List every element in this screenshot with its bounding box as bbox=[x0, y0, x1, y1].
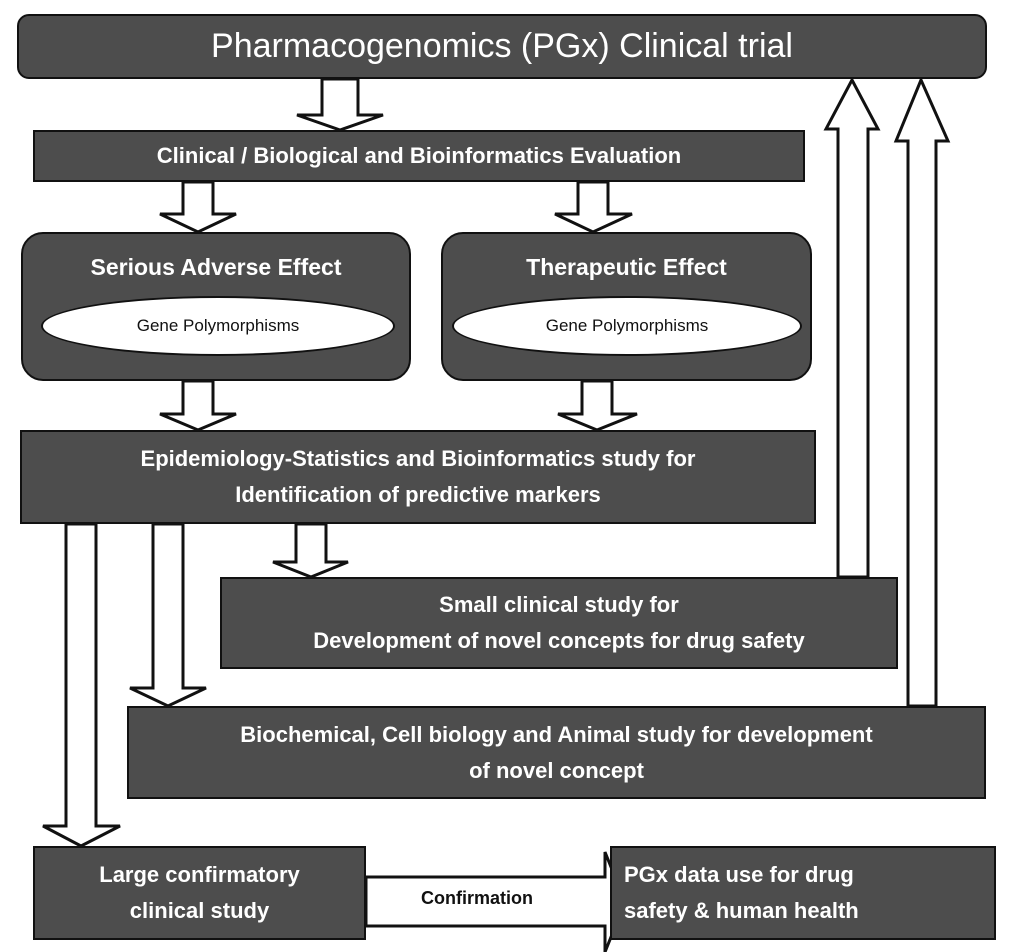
bio-study-line-1: Biochemical, Cell biology and Animal stu… bbox=[240, 721, 873, 747]
large-study-line-1: Large confirmatory bbox=[99, 862, 300, 887]
confirmation-label: Confirmation bbox=[421, 888, 533, 908]
arrow-epidemiology-to-bio-study bbox=[129, 522, 207, 708]
arrow-evaluation-to-therapeutic bbox=[554, 180, 633, 234]
pgx-clinical-trial-box: Pharmacogenomics (PGx) Clinical trial bbox=[17, 14, 987, 79]
arrow-evaluation-to-serious bbox=[159, 180, 237, 234]
arrow-epidemiology-to-large-study bbox=[42, 522, 121, 848]
evaluation-text: Clinical / Biological and Bioinformatics… bbox=[156, 143, 682, 168]
arrow-bio-study-to-title bbox=[893, 76, 951, 708]
pgx-data-use-box: PGx data use for drug safety & human hea… bbox=[610, 846, 996, 940]
evaluation-box: Clinical / Biological and Bioinformatics… bbox=[33, 130, 805, 182]
title-text: Pharmacogenomics (PGx) Clinical trial bbox=[211, 27, 793, 65]
epidemiology-box: Epidemiology-Statistics and Bioinformati… bbox=[20, 430, 816, 524]
serious-adverse-effect-box: Serious Adverse Effect Gene Polymorphism… bbox=[21, 232, 411, 381]
pgx-use-line-1: PGx data use for drug bbox=[624, 862, 854, 887]
therapeutic-effect-box: Therapeutic Effect Gene Polymorphisms bbox=[441, 232, 812, 381]
small-clinical-study-box: Small clinical study for Development of … bbox=[220, 577, 898, 669]
pgx-use-line-2: safety & human health bbox=[624, 898, 859, 923]
therapeutic-effect-title: Therapeutic Effect bbox=[526, 254, 727, 280]
gene-polymorphisms-text: Gene Polymorphisms bbox=[545, 316, 709, 335]
large-study-line-2: clinical study bbox=[129, 898, 270, 923]
arrow-title-to-evaluation bbox=[296, 77, 384, 132]
arrow-small-study-to-title bbox=[823, 76, 881, 579]
small-study-line-2: Development of novel concepts for drug s… bbox=[313, 628, 805, 653]
epidemiology-line-1: Epidemiology-Statistics and Bioinformati… bbox=[140, 446, 696, 471]
gene-polymorphisms-text: Gene Polymorphisms bbox=[136, 316, 300, 335]
gene-polymorphisms-ellipse: Gene Polymorphisms bbox=[452, 296, 802, 356]
arrow-epidemiology-to-small-study bbox=[272, 522, 349, 579]
large-confirmatory-study-box: Large confirmatory clinical study bbox=[33, 846, 366, 940]
biochemical-study-box: Biochemical, Cell biology and Animal stu… bbox=[127, 706, 986, 799]
bio-study-line-2: of novel concept bbox=[469, 757, 644, 783]
small-study-line-1: Small clinical study for bbox=[439, 592, 679, 617]
gene-polymorphisms-ellipse: Gene Polymorphisms bbox=[41, 296, 395, 356]
arrow-therapeutic-to-epidemiology bbox=[557, 379, 638, 432]
epidemiology-line-2: Identification of predictive markers bbox=[235, 482, 601, 507]
serious-adverse-effect-title: Serious Adverse Effect bbox=[90, 254, 342, 280]
arrow-serious-to-epidemiology bbox=[159, 379, 237, 432]
